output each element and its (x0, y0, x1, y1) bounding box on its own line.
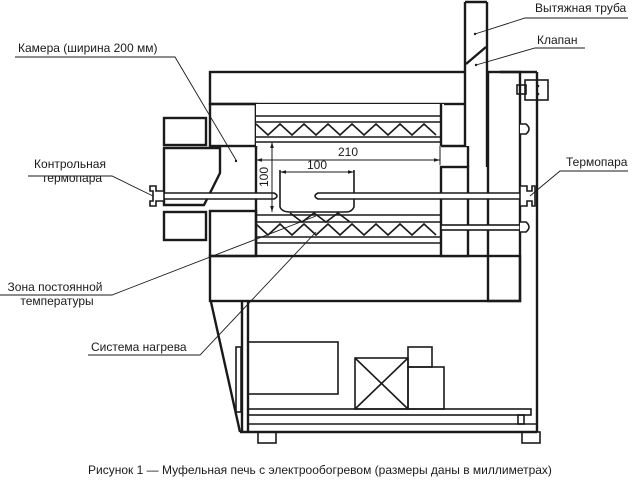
equipment-shelf (247, 408, 532, 416)
thermocouple (314, 185, 536, 207)
power-socket-plug (516, 84, 527, 95)
leader-control-thermocouple (28, 175, 154, 197)
insulation-top (208, 70, 470, 106)
label-constant-temp-zone-line2: температуры (20, 294, 93, 308)
shelf-support (517, 414, 525, 425)
figure-caption: Рисунок 1 — Муфельная печь с электрообог… (88, 463, 552, 477)
thermocouple-rod (314, 192, 522, 200)
door-frame-top (208, 102, 258, 148)
label-exhaust-pipe: Вытяжная труба (535, 1, 627, 15)
thermocouple-head (519, 185, 536, 207)
door-block-top (162, 116, 208, 147)
door-frame-bottom (208, 209, 258, 258)
dim-210-label: 210 (338, 145, 358, 159)
socket-pin-icon (536, 92, 540, 96)
dim-100-horizontal-label: 100 (307, 158, 327, 172)
controller-box (407, 366, 445, 410)
leader-constant-temp-zone (0, 215, 317, 296)
rear-plug (439, 165, 470, 258)
upper-terminal-cap (520, 123, 530, 135)
labels: Камера (ширина 200 мм) Вытяжная труба Кл… (8, 1, 628, 354)
control-thermocouple-rod (164, 192, 278, 200)
label-control-thermocouple-line1: Контрольная (34, 157, 106, 171)
muffle-chamber (254, 104, 470, 258)
heater-terminal (440, 221, 530, 233)
label-valve: Клапан (537, 33, 577, 47)
heating-coil-bottom (255, 222, 437, 237)
label-constant-temp-zone-line1: Зона постоянной (8, 280, 103, 294)
dimension-lines: 210 100 100 (256, 142, 441, 212)
exhaust-pipe (463, 0, 489, 167)
controller-display (407, 346, 433, 368)
label-thermocouple: Термопара (566, 155, 628, 169)
leader-heating-system (88, 231, 317, 356)
foot-left (257, 431, 277, 444)
socket-pin-icon (536, 84, 540, 88)
leader-valve (475, 47, 585, 66)
control-thermocouple-head (149, 185, 165, 207)
constant-temp-zone-marker (289, 212, 351, 223)
insulation-bottom (208, 254, 522, 303)
power-socket (524, 79, 549, 101)
dim-100-vertical-label: 100 (257, 167, 271, 187)
upper-terminal (520, 123, 530, 135)
label-chamber: Камера (ширина 200 мм) (18, 41, 157, 55)
leader-chamber-dot (234, 159, 238, 163)
sample-boat (279, 170, 355, 213)
label-control-thermocouple-line2: термопара (42, 171, 102, 185)
heater-terminal-cap (520, 221, 530, 233)
leader-lines (0, 17, 628, 356)
control-thermocouple (149, 185, 278, 207)
label-heating-system: Система нагрева (91, 340, 187, 354)
leader-thermocouple (529, 170, 628, 197)
housing-front-slant (209, 301, 242, 433)
heating-coil-top (255, 122, 437, 137)
leader-chamber (15, 56, 237, 161)
foot-right (521, 431, 541, 444)
door-block-bottom (162, 210, 208, 242)
front-panel-strip (235, 346, 242, 413)
relay-box-cross-b (354, 357, 409, 410)
valve-flap (465, 46, 487, 65)
transformer-block (247, 341, 339, 395)
heater-lead-rod (440, 224, 521, 231)
leader-exhaust-pipe (474, 17, 628, 35)
